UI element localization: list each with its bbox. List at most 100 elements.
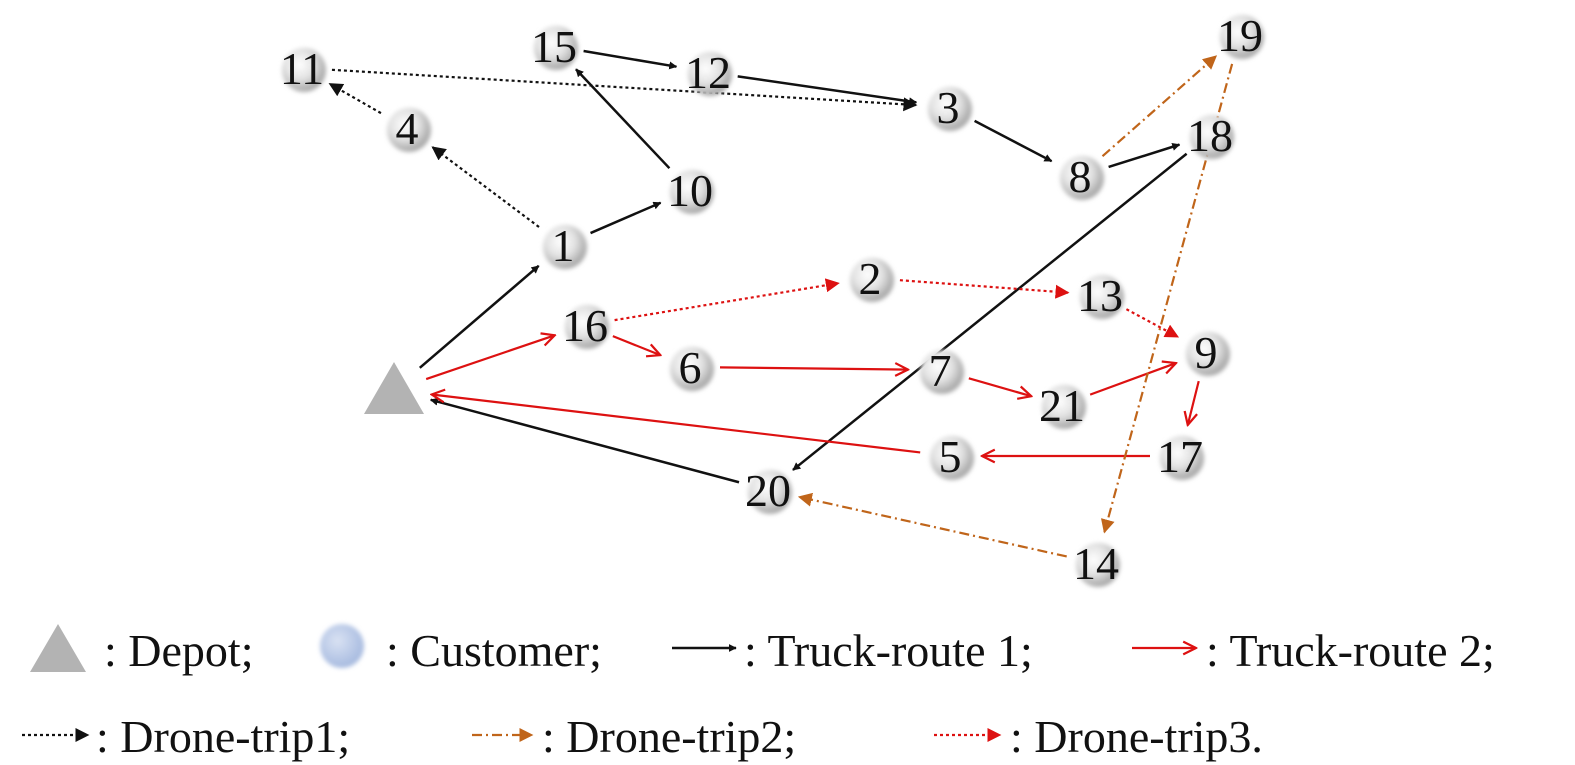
edge-drone3-16-to-2 [614,278,840,322]
edge-drone2-8-to-19 [1101,55,1218,157]
customer-node-label: 1 [552,220,575,271]
legend-drone2-label: : Drone-trip2; [542,711,796,762]
customer-node-label: 15 [531,21,577,72]
customer-node-3: 3 [928,82,972,133]
customer-node-label: 18 [1187,110,1233,161]
customer-node-circle [930,436,974,480]
customer-node-label: 9 [1195,327,1218,378]
edge-drone1-11-to-3 [331,68,918,112]
legend-truck1-label: : Truck-route 1; [744,625,1033,676]
customer-node-circle [1186,332,1230,376]
edge-truck2-7-to-21 [968,377,1031,396]
legend-customer-symbol [320,624,364,668]
edge-truck1-10-to-15 [575,68,671,170]
legend-truck2-label: : Truck-route 2; [1206,625,1495,676]
customer-node-15: 15 [531,21,578,72]
customer-node-circle [1220,15,1264,59]
edge-drone3-2-to-13 [899,279,1070,299]
customer-node-circle [565,305,609,349]
customer-node-label: 5 [939,431,962,482]
customer-node-20: 20 [745,465,792,516]
customer-node-label: 7 [929,345,952,396]
customer-node-label: 10 [667,165,713,216]
customer-node-10: 10 [667,165,714,216]
customer-node-label: 17 [1157,431,1203,482]
customer-node-circle [748,470,792,514]
edge-truck2-5-to-depot [432,394,921,454]
customer-node-5: 5 [930,431,974,482]
edge-truck1-1-to-10 [590,201,662,235]
customer-node-label: 20 [745,465,791,516]
customer-node-2: 2 [850,253,894,304]
edges-layer [328,49,1234,558]
edge-truck2-21-to-9 [1089,363,1176,396]
customer-node-label: 11 [280,43,324,94]
customer-node-9: 9 [1186,327,1230,378]
customer-node-1: 1 [543,220,587,271]
edge-truck2-6-to-7 [719,367,908,369]
edge-truck1-8-to-18 [1108,142,1181,169]
legend-drone3-label: : Drone-trip3. [1010,711,1263,762]
customer-node-17: 17 [1157,431,1204,482]
customer-node-21: 21 [1039,380,1086,431]
customer-node-7: 7 [920,345,964,396]
legend-customer-label: : Customer; [386,625,602,676]
customer-node-label: 8 [1069,151,1092,202]
customer-node-label: 21 [1039,380,1085,431]
customer-node-circle [387,108,431,152]
customer-node-circle [928,87,972,131]
edge-truck1-12-to-3 [737,75,918,106]
customer-node-11: 11 [280,43,326,94]
customer-node-18: 18 [1187,110,1234,161]
legend-drone1-label: : Drone-trip1; [96,711,350,762]
customer-node-label: 2 [859,253,882,304]
customer-node-label: 14 [1073,538,1119,589]
customer-node-circle [920,350,964,394]
customer-node-circle [1060,156,1104,200]
edge-truck1-depot-to-1 [418,264,540,369]
customer-node-circle [282,48,326,92]
legend-depot-label: : Depot; [104,625,253,676]
edge-truck1-18-to-20 [792,152,1188,471]
customer-node-label: 16 [562,300,608,351]
customer-node-circle [1190,115,1234,159]
customer-node-label: 19 [1217,10,1263,61]
customer-node-circle [670,347,714,391]
customer-node-16: 16 [562,300,609,351]
edge-truck2-depot-to-16 [425,335,555,381]
customer-node-4: 4 [387,103,431,154]
edge-truck2-16-to-6 [612,335,660,355]
edge-drone1-1-to-4 [431,146,540,228]
customer-node-14: 14 [1073,538,1120,589]
edge-truck1-3-to-8 [974,119,1053,163]
customer-node-circle [1160,436,1204,480]
edge-truck2-9-to-17 [1188,380,1200,425]
customer-node-circle [1042,385,1086,429]
customer-node-13: 13 [1077,270,1124,321]
customer-node-circle [688,52,732,96]
edge-drone1-4-to-11 [328,82,382,115]
customer-node-circle [543,225,587,269]
customer-node-label: 4 [396,103,419,154]
legend: : Depot; : Customer; : Truck-route 1; : … [22,624,1495,762]
customer-node-6: 6 [670,342,714,393]
customer-node-8: 8 [1060,151,1104,202]
customer-node-circle [670,170,714,214]
customer-node-label: 6 [679,342,702,393]
customer-node-label: 3 [937,82,960,133]
edge-truck1-15-to-12 [583,49,678,70]
edge-drone2-14-to-20 [797,492,1067,558]
customer-node-19: 19 [1217,10,1264,61]
depot-node [364,362,424,414]
customer-node-12: 12 [685,47,732,98]
edge-drone3-13-to-9 [1125,308,1180,338]
edge-truck1-20-to-depot [429,397,740,484]
customer-node-label: 12 [685,47,731,98]
customer-node-label: 13 [1077,270,1123,321]
customer-node-circle [1080,275,1124,319]
customer-node-circle [850,258,894,302]
customer-node-circle [1076,543,1120,587]
legend-depot-symbol [30,624,86,672]
